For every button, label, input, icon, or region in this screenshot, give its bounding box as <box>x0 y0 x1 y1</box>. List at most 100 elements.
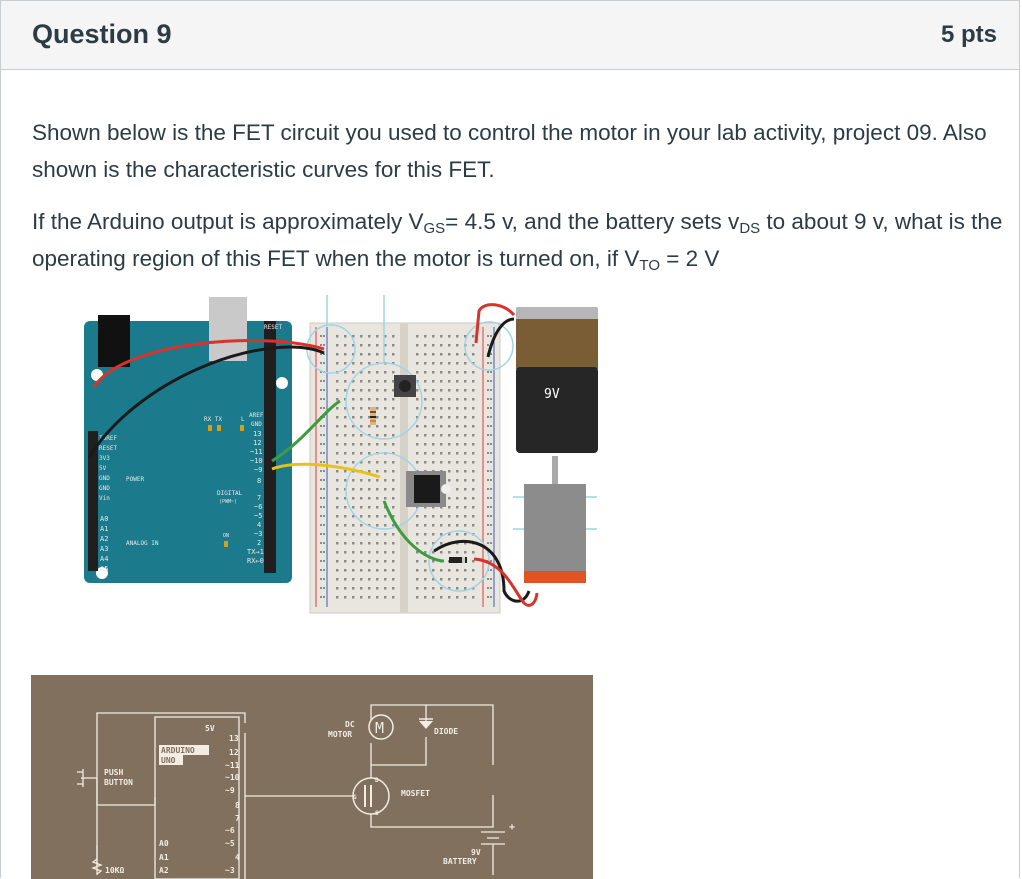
highlight-circle <box>428 530 490 592</box>
five-v-label: 5V <box>205 724 215 733</box>
battery-label-sch: BATTERY <box>443 857 477 866</box>
black-wire <box>87 345 325 458</box>
pin-4-label: 4 <box>257 521 261 529</box>
digital-label: DIGITAL <box>217 490 243 497</box>
push-label-2: BUTTON <box>104 778 133 787</box>
l-label: L <box>241 416 245 423</box>
rx-tx-label: RX TX <box>204 416 222 423</box>
pin-11-label: ~11 <box>250 448 263 456</box>
arduino-board <box>84 321 292 583</box>
schem-pin-4: 4 <box>235 853 240 862</box>
led-tx <box>217 425 221 431</box>
green-wire-2 <box>382 500 445 563</box>
battery-top <box>516 319 598 369</box>
mosfet-s-label: S <box>375 810 379 817</box>
diode-part <box>449 557 467 563</box>
pin-13-label: 13 <box>253 430 261 438</box>
schem-pin-5: ~5 <box>225 839 235 848</box>
push-label-1: PUSH <box>104 768 123 777</box>
mosfet-label: MOSFET <box>401 789 430 798</box>
breadboard-channel <box>400 323 408 613</box>
pin-12-label: 12 <box>253 439 261 447</box>
motor-label: MOTOR <box>328 730 352 739</box>
schem-pin-3: ~3 <box>225 866 235 875</box>
on-label: ON <box>223 533 229 539</box>
mosfet-part <box>414 475 440 503</box>
a3-label: A3 <box>100 545 108 553</box>
pin-10-label: ~10 <box>250 457 263 465</box>
motor-body <box>524 484 586 576</box>
3v3-label: 3V3 <box>99 455 110 462</box>
breadboard-hole-grid <box>320 335 492 599</box>
pin-7-label: 7 <box>257 494 261 502</box>
a5-label: A5 <box>100 565 108 573</box>
aref-label: AREF <box>249 412 264 419</box>
led-l <box>240 425 244 431</box>
circuit-schematic: M 5V ARDUINO UNO 13 12 ~11 ~10 ~9 8 7 ~6 <box>31 675 593 879</box>
highlight-circle <box>464 321 514 371</box>
question-text-paragraph-2: If the Arduino output is approximately V… <box>32 209 1003 274</box>
digital-pin-labels: 13 12 ~11 ~10 ~9 8 7 ~6 ~5 4 ~3 2 TX→1 R… <box>247 430 264 565</box>
schem-pin-11: ~11 <box>225 761 240 770</box>
breadboard-svg: RESET RX TX L AREF GND 13 12 ~11 ~10 ~9 … <box>84 295 598 614</box>
reset-label: RESET <box>264 324 282 331</box>
pin-1-label: TX→1 <box>247 548 264 556</box>
battery-plus-label: + <box>509 822 515 833</box>
motor-black-wire <box>433 539 531 603</box>
reset-pin-label: RESET <box>99 445 117 452</box>
uno-label: UNO <box>161 756 176 765</box>
battery-body <box>516 367 598 453</box>
power-pin-labels: IOREF RESET 3V3 5V GND GND Vin <box>99 435 117 502</box>
mosfet-g-label: G <box>353 794 357 801</box>
dc-label: DC <box>345 720 355 729</box>
red-wire <box>92 339 325 388</box>
schem-pin-13: 13 <box>229 734 239 743</box>
mosfet-d-label: D <box>375 777 379 784</box>
schem-a2: A2 <box>159 866 169 875</box>
vin-label: Vin <box>99 495 110 502</box>
gnd-label: GND <box>251 421 262 428</box>
battery-red-wire <box>474 303 516 344</box>
ioref-label: IOREF <box>99 435 117 442</box>
pin-6-label: ~6 <box>254 503 262 511</box>
battery-cap <box>516 307 598 321</box>
usb-connector <box>209 297 247 361</box>
schem-pin-7: 7 <box>235 814 240 823</box>
breadboard-circuit-illustration: RESET RX TX L AREF GND 13 12 ~11 ~10 ~9 … <box>84 291 599 616</box>
led-on <box>224 541 228 547</box>
battery-9v-label: 9V <box>471 848 481 857</box>
schem-pin-12: 12 <box>229 748 239 757</box>
mount-hole <box>276 377 288 389</box>
pin-5-label: ~5 <box>254 512 262 520</box>
question-points: 5 pts <box>940 21 997 48</box>
pin-0-label: RX←0 <box>247 557 264 565</box>
analog-in-label: ANALOG IN <box>126 540 159 547</box>
diode-label: DIODE <box>434 727 458 736</box>
power-jack <box>98 315 130 367</box>
schem-pin-9: ~9 <box>225 786 235 795</box>
schem-a1: A1 <box>159 853 169 862</box>
analog-pin-labels: A0 A1 A2 A3 A4 A5 <box>100 515 108 573</box>
battery-black-wire <box>486 317 515 358</box>
schem-a0: A0 <box>159 839 169 848</box>
resistor-label: 10KΩ <box>105 866 124 875</box>
question-text-paragraph-1: Shown below is the FET circuit you used … <box>32 120 987 182</box>
motor-end-cap <box>524 571 586 583</box>
schem-pin-6: ~6 <box>225 826 235 835</box>
pwm-label: (PWM~) <box>219 499 237 505</box>
power-label: POWER <box>126 476 144 483</box>
power-header <box>88 431 98 571</box>
a4-label: A4 <box>100 555 108 563</box>
schem-pin-10: ~10 <box>225 773 240 782</box>
question-title: Question 9 <box>32 19 172 49</box>
a1-label: A1 <box>100 525 108 533</box>
pin-8-label: 8 <box>257 477 261 485</box>
schematic-svg: M 5V ARDUINO UNO 13 12 ~11 ~10 ~9 8 7 ~6 <box>77 704 515 879</box>
5v-label: 5V <box>99 465 107 472</box>
pin-3-label: ~3 <box>254 530 262 538</box>
led-rx <box>208 425 212 431</box>
motor-symbol-label: M <box>375 719 384 737</box>
pin-9-label: ~9 <box>254 466 262 474</box>
yellow-wire <box>271 462 381 479</box>
